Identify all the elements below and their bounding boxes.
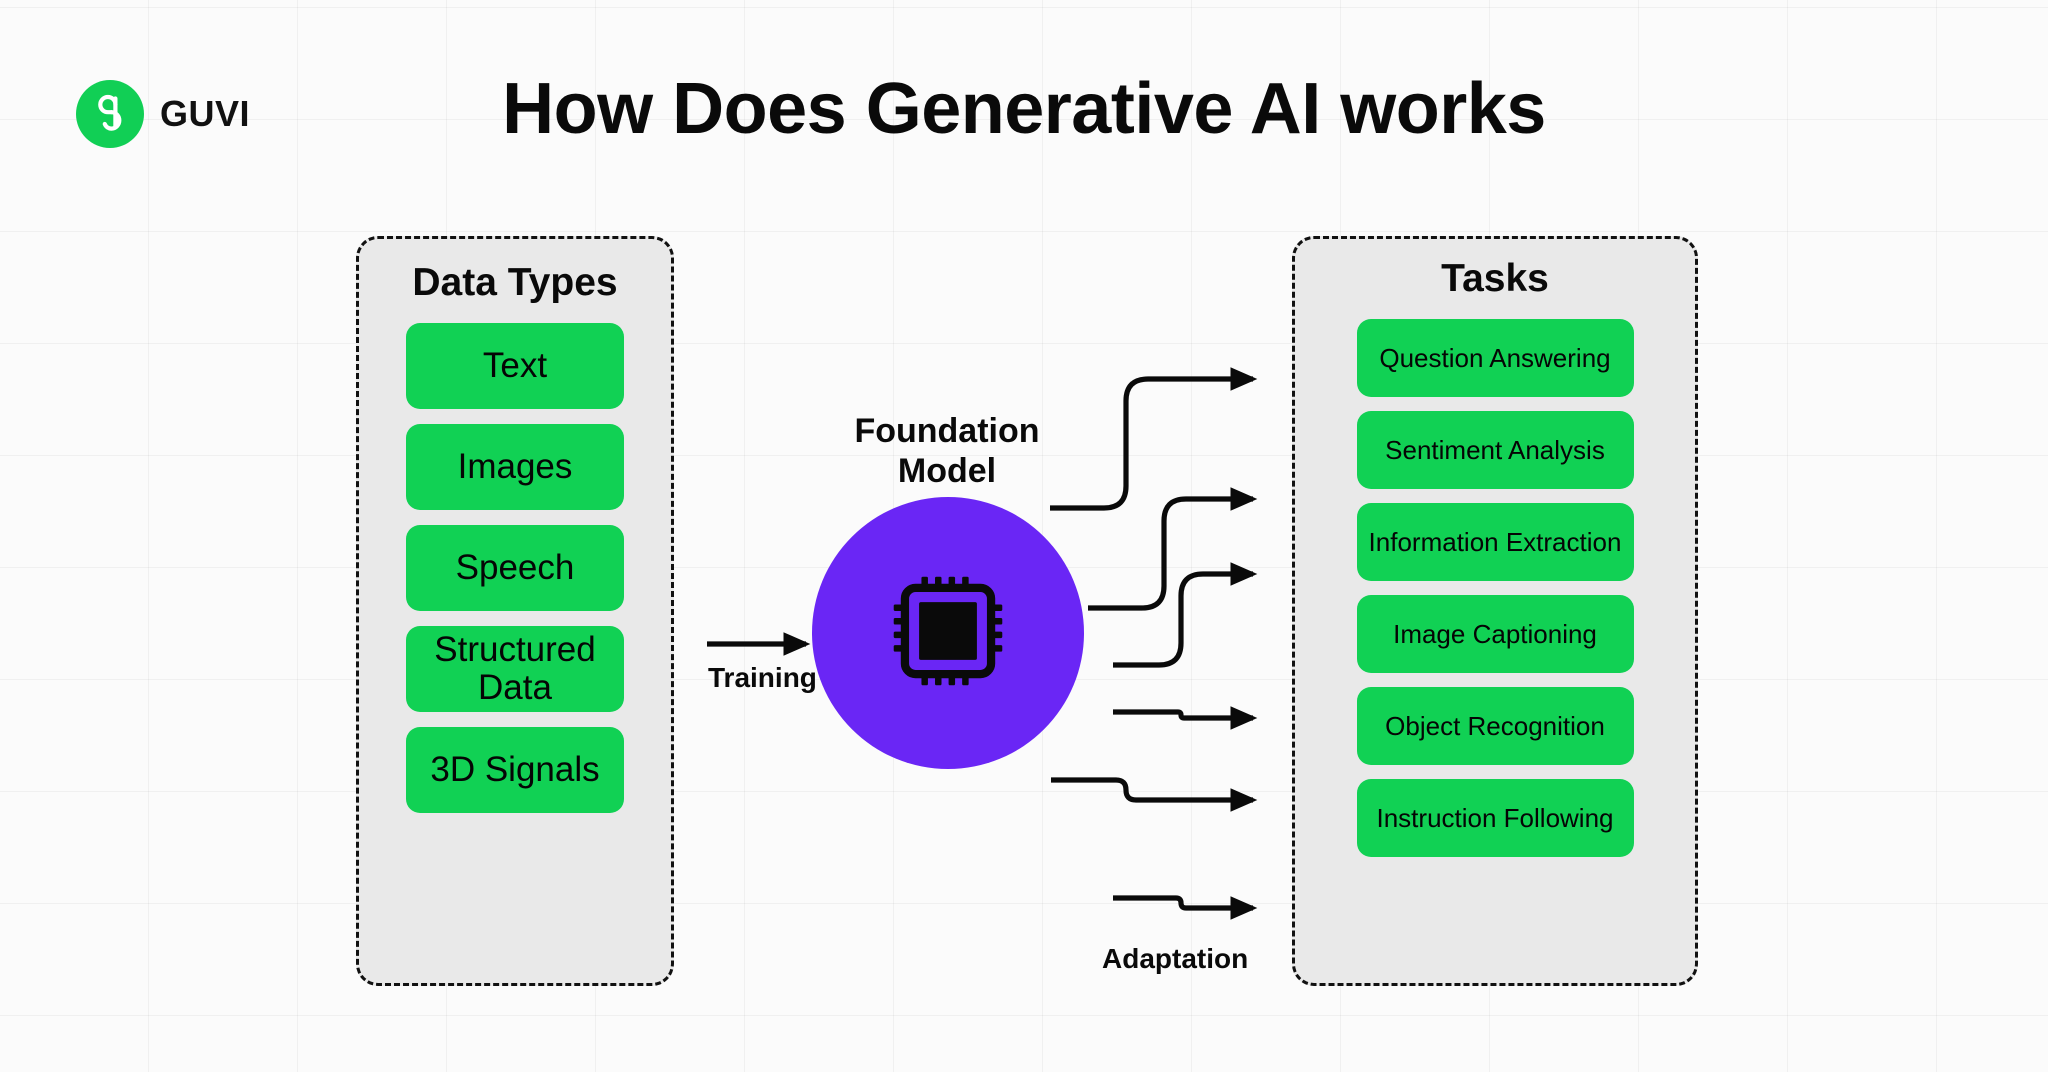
foundation-model-label-line-2: Model [897,451,997,490]
cpu-chip-icon [889,572,1007,695]
data-type-chip-speech[interactable]: Speech [406,525,624,611]
tasks-list: Question Answering Sentiment Analysis In… [1295,319,1695,857]
task-chip-instruction-following[interactable]: Instruction Following [1356,779,1634,857]
foundation-model-node[interactable] [812,497,1084,769]
page-title: How Does Generative AI works [502,69,1546,149]
adaptation-flow-label: Adaptation [1102,943,1249,974]
training-flow-label: Training [708,662,817,693]
task-chip-question-answering[interactable]: Question Answering [1356,319,1634,397]
data-type-chip-3d-signals[interactable]: 3D Signals [406,727,624,813]
task-chip-image-captioning[interactable]: Image Captioning [1356,595,1634,673]
task-chip-sentiment-analysis[interactable]: Sentiment Analysis [1356,411,1634,489]
data-type-chip-text[interactable]: Text [406,323,624,409]
brand-name: GUVI [160,93,251,134]
foundation-model-label-line-1: Foundation [854,412,1040,450]
data-types-panel: Data Types Text Images Speech Structured… [356,236,674,986]
connector-task-5 [1051,777,1258,812]
connector-task-3 [1113,562,1258,668]
guvi-g-logo-icon [76,80,144,148]
task-chip-information-extraction[interactable]: Information Extraction [1356,503,1634,581]
brand-logo: GUVI [76,80,250,148]
data-types-list: Text Images Speech Structured Data 3D Si… [359,323,671,813]
connector-task-6 [1113,895,1258,920]
tasks-panel-title: Tasks [1441,257,1549,300]
tasks-panel: Tasks Question Answering Sentiment Analy… [1292,236,1698,986]
data-type-chip-structured-data[interactable]: Structured Data [406,626,624,712]
connector-task-4 [1113,706,1258,730]
foundation-model-label: Foundation Model [812,412,1082,492]
data-type-chip-images[interactable]: Images [406,424,624,510]
connector-task-2 [1088,487,1258,611]
task-chip-object-recognition[interactable]: Object Recognition [1356,687,1634,765]
data-types-panel-title: Data Types [412,261,618,304]
